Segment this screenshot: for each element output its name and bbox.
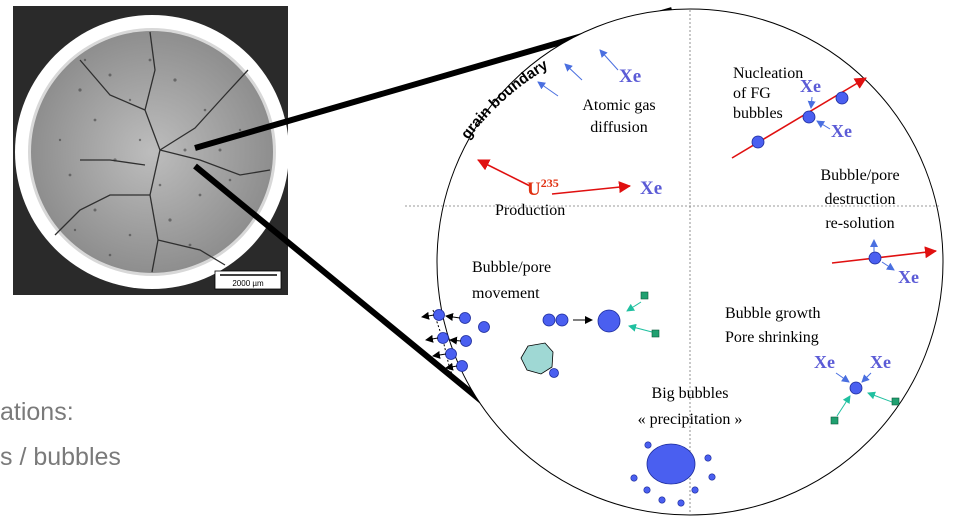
scale-bar-label: 2000 µm (232, 279, 264, 288)
bubble-large (597, 309, 621, 333)
fuel-pellet (31, 31, 273, 273)
big-bubble-precipitation: Big bubbles « precipitation » (630, 385, 743, 507)
fuel-micrograph: 2000 µm (13, 6, 289, 295)
pore-speckles (58, 58, 242, 257)
movement-label-line1: Bubble/pore (472, 259, 551, 276)
xe-atom-label: Xe (831, 121, 852, 141)
vacancy-square (830, 416, 839, 425)
bubble (555, 313, 569, 327)
destruction-label-line2: destruction (824, 191, 895, 208)
vacancy-square (891, 397, 900, 406)
bubble (802, 110, 816, 124)
atomic-gas-diffusion: Xe Atomic gas diffusion (537, 49, 656, 136)
atomic-gas-label-line2: diffusion (590, 119, 647, 136)
bubble-growth: Bubble growth Pore shrinking Xe Xe (725, 305, 900, 425)
bubble (835, 91, 849, 105)
grain-boundary-bubbles (421, 309, 490, 386)
xe-atom-label: Xe (814, 352, 835, 372)
bubble (849, 381, 863, 395)
bubble-movement: Bubble/pore movement (472, 259, 660, 338)
movement-label-line2: movement (472, 285, 540, 302)
xe-atom-label: Xe (800, 76, 821, 96)
vacancy-square (651, 329, 660, 338)
slide-text-line2: s / bubbles (0, 443, 121, 471)
irregular-pore (520, 342, 559, 378)
slide-text-line1: ations: (0, 398, 74, 426)
growth-label-line1: Bubble growth (725, 305, 821, 322)
bubble (751, 135, 765, 149)
nucleation-label-line2: of FG (733, 85, 771, 102)
nucleation-label-line3: bubbles (733, 105, 783, 122)
big-bubble (646, 443, 696, 485)
destruction-label-line1: Bubble/pore (820, 167, 899, 184)
atomic-gas-label-line1: Atomic gas (582, 97, 655, 114)
u235-label: U235 (527, 176, 559, 200)
radial-cracks (54, 31, 271, 273)
vacancy-square (640, 291, 649, 300)
xe-atom-label: Xe (640, 178, 662, 199)
production-label: Production (495, 202, 565, 219)
precipitation-label-line1: Big bubbles (652, 385, 729, 402)
bubble (542, 313, 556, 327)
destruction-label-line3: re-solution (825, 215, 894, 232)
nucleation-of-fg-bubbles: Nucleation of FG bubbles Xe Xe (731, 65, 867, 159)
precipitation-label-line2: « precipitation » (638, 411, 743, 428)
fission-gas-production: U235 Xe Production (477, 159, 662, 219)
bubble (868, 251, 882, 265)
xe-atom-label: Xe (898, 267, 919, 287)
growth-label-line2: Pore shrinking (725, 329, 819, 346)
nucleation-label-line1: Nucleation (733, 65, 803, 82)
xe-atom-label: Xe (619, 66, 641, 87)
small-bubbles (630, 441, 716, 507)
bubble-resolution: Bubble/pore destruction re-solution Xe (820, 167, 937, 287)
xe-atom-label: Xe (870, 352, 891, 372)
